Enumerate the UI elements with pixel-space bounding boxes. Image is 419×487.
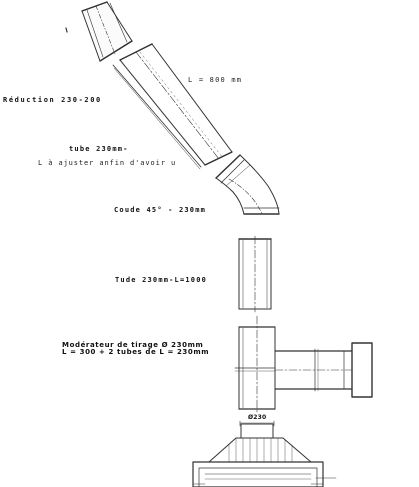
diameter-label: Ø230: [248, 414, 267, 421]
vertical-tube-1000: [238, 235, 272, 313]
moderator-title-label: Modérateur de tirage Ø 230mm: [62, 341, 204, 349]
elbow-label: Coude 45° - 230mm: [114, 206, 207, 214]
collar-230: [239, 420, 275, 439]
fireplace-insert: [192, 437, 337, 487]
straight-tube-label: Tude 230mm-L=1000: [115, 276, 208, 284]
moderator-detail-label: L = 300 + 2 tubes de L = 230mm: [62, 348, 210, 356]
reducer-fitting: [81, 1, 133, 62]
pipe-length-label: L = 800 mm: [188, 76, 243, 84]
elbow-45: [215, 154, 280, 215]
draft-moderator-tee: [234, 315, 373, 413]
angled-pipe-800: [112, 43, 233, 170]
tube-adjust-label: L à ajuster anfin d'avoir u: [38, 159, 177, 167]
tube-title-label: tube 230mm-: [69, 145, 129, 153]
reduction-label: Réduction 230-200: [3, 96, 102, 104]
small-mark: [65, 27, 68, 33]
